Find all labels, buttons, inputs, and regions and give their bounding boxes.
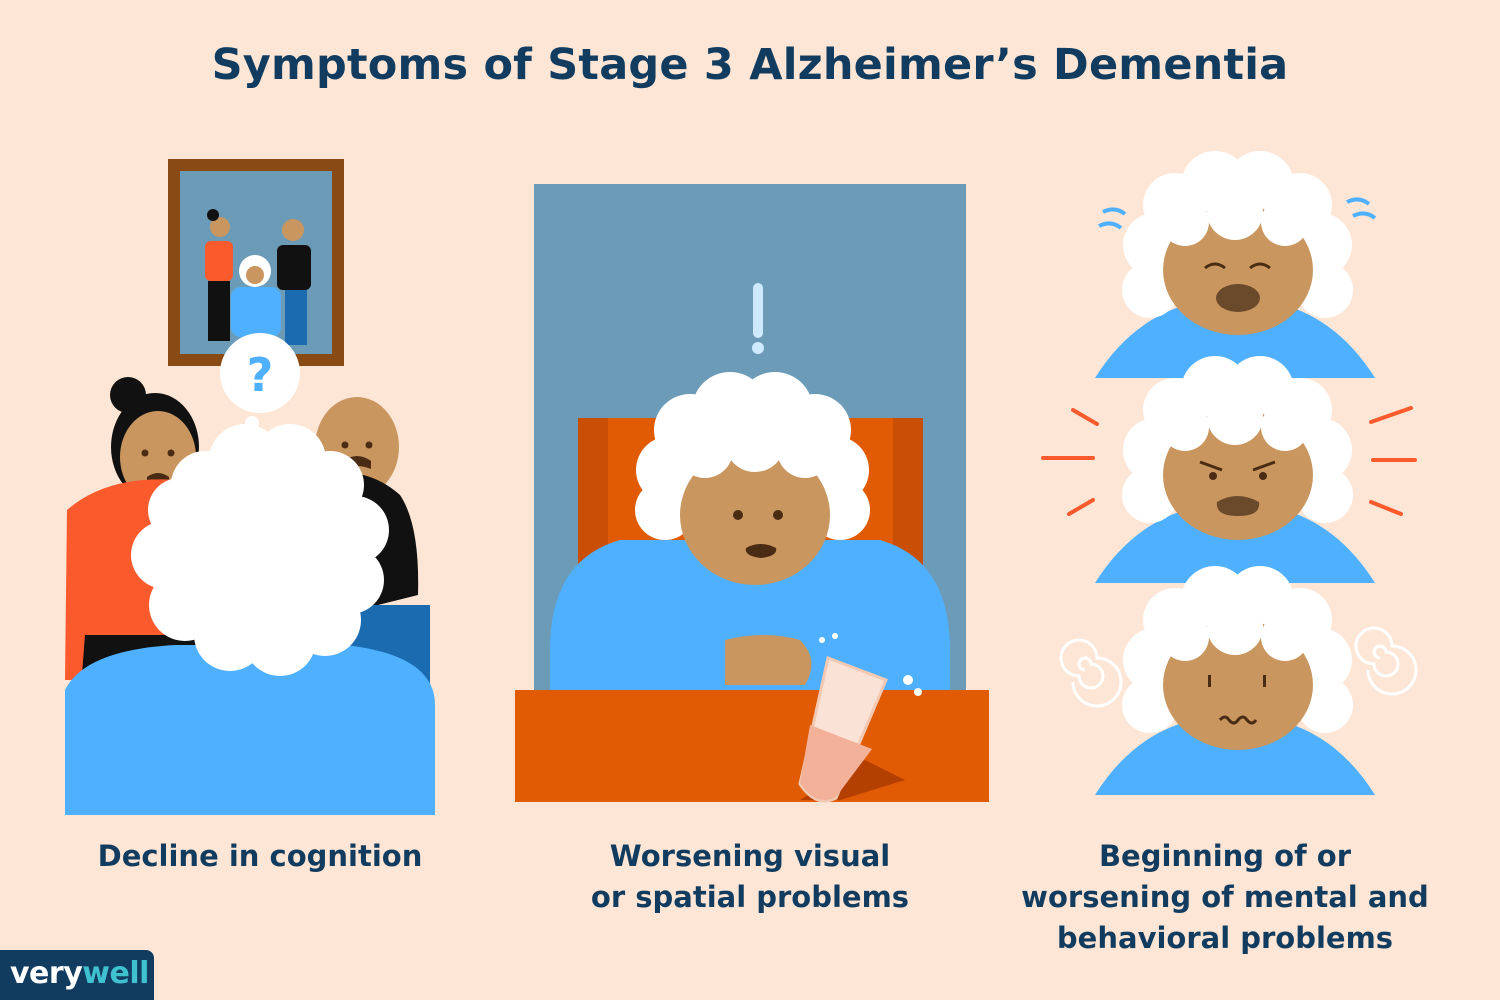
caption-line: Beginning of or	[1098, 839, 1352, 873]
visual-spatial-problems-illustration	[515, 184, 989, 803]
caption-line: or spatial problems	[590, 880, 910, 914]
caption-line: behavioral problems	[1056, 921, 1394, 955]
page-title: Symptoms of Stage 3 Alzheimer’s Dementia	[211, 40, 1289, 90]
brand-part-well: well	[82, 956, 149, 991]
spilling-glass-icon	[798, 633, 922, 803]
table-icon	[515, 690, 989, 802]
caption-decline-in-cognition: Decline in cognition	[60, 836, 460, 877]
framed-family-photo-icon	[168, 159, 344, 366]
mental-behavioral-problems-illustration	[1041, 151, 1418, 795]
exclamation-mark-icon	[752, 283, 764, 354]
brand-wordmark: verywell	[10, 956, 149, 991]
elderly-woman-back-icon	[65, 424, 435, 815]
elderly-woman-at-table-icon	[550, 372, 950, 700]
caption-line: Decline in cognition	[97, 839, 423, 873]
caption-line: worsening of mental and	[1021, 880, 1429, 914]
decline-in-cognition-illustration: ?	[65, 159, 435, 815]
caption-mental-behavioral-problems: Beginning of or worsening of mental and …	[1010, 836, 1440, 959]
verywell-logo: verywell	[0, 950, 154, 1000]
crying-face-icon	[1095, 151, 1377, 378]
caption-visual-spatial-problems: Worsening visual or spatial problems	[550, 836, 950, 918]
svg-text:?: ?	[247, 348, 274, 402]
caption-line: Worsening visual	[609, 839, 891, 873]
confused-face-icon	[1095, 566, 1375, 795]
angry-face-icon	[1041, 356, 1417, 583]
brand-part-very: very	[10, 956, 83, 991]
spiral-dizzy-marks-icon	[1059, 626, 1418, 708]
